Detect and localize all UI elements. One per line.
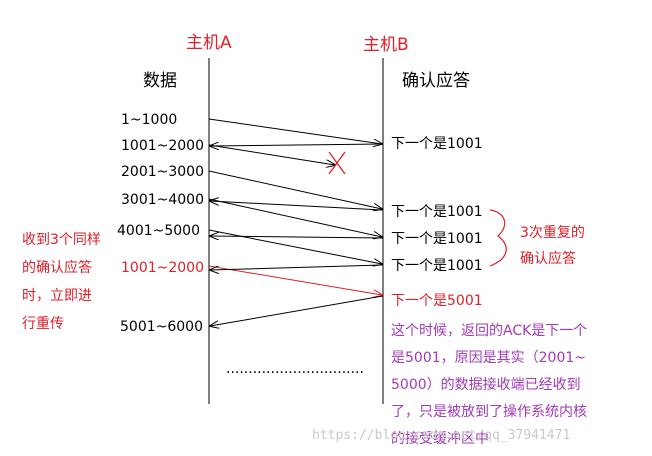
note-line: 3次重复的 <box>520 225 585 241</box>
ack-label-2: 下一个是1001 <box>391 204 483 220</box>
note-line: 行重传 <box>22 316 64 332</box>
retransmit-note: 收到3个同样 的确认应答 时，立即进 行重传 <box>22 226 114 338</box>
packet-loss-cross-icon <box>328 151 346 175</box>
note-line: 确认应答 <box>520 251 576 267</box>
ellipsis: ............................... <box>226 361 364 377</box>
explanation-note: 这个时候，返回的ACK是下一个 是5001，原因是其实（2001~ 5000）的… <box>391 318 641 453</box>
ack-label-1: 下一个是1001 <box>391 136 483 152</box>
ack-arrow-5 <box>210 295 384 326</box>
segment-arrow-2-lost <box>208 144 335 165</box>
ack-label-5: 下一个是5001 <box>391 293 483 309</box>
host-a-label: 主机A <box>186 33 232 53</box>
note-line: 这个时候，返回的ACK是下一个 <box>391 323 588 339</box>
ack-label-4: 下一个是1001 <box>391 258 483 274</box>
segment-arrow-1 <box>208 118 382 144</box>
ack-arrow-3 <box>210 236 384 238</box>
segment-arrow-4 <box>208 198 382 237</box>
segment-label-1: 1~1000 <box>121 112 178 128</box>
note-line: 是5001，原因是其实（2001~ <box>391 350 586 366</box>
data-column-heading: 数据 <box>143 71 177 91</box>
watermark: https://blog.csdn.net/qq_37941471 <box>312 428 571 443</box>
segment-label-5: 4001~5000 <box>117 223 200 239</box>
host-b-label: 主机B <box>363 35 409 55</box>
note-line: 收到3个同样 <box>22 232 101 248</box>
note-line: 的接受缓冲区中 <box>391 431 489 447</box>
note-line: 的确认应答 <box>22 260 92 276</box>
note-line: 时，立即进 <box>22 288 92 304</box>
ack-column-heading: 确认应答 <box>402 71 470 91</box>
retransmit-arrow <box>208 265 382 295</box>
segment-label-retransmit: 1001~2000 <box>121 260 204 276</box>
segment-label-2: 1001~2000 <box>121 138 204 154</box>
note-line: 了，只是被放到了操作系统内核 <box>391 404 587 420</box>
ack-label-3: 下一个是1001 <box>391 231 483 247</box>
segment-label-3: 2001~3000 <box>121 164 204 180</box>
segment-label-7: 5001~6000 <box>120 319 203 335</box>
dup-ack-note: 3次重复的 确认应答 <box>520 220 600 272</box>
ack-arrow-4 <box>210 264 384 270</box>
segment-arrow-5 <box>208 229 382 264</box>
note-line: 5000）的数据接收端已经收到 <box>391 377 581 393</box>
segment-label-4: 3001~4000 <box>121 192 204 208</box>
segment-arrow-3 <box>208 170 382 209</box>
ack-arrow-1 <box>210 144 384 146</box>
dup-ack-brace <box>489 209 507 267</box>
ack-arrow-2 <box>210 201 384 211</box>
